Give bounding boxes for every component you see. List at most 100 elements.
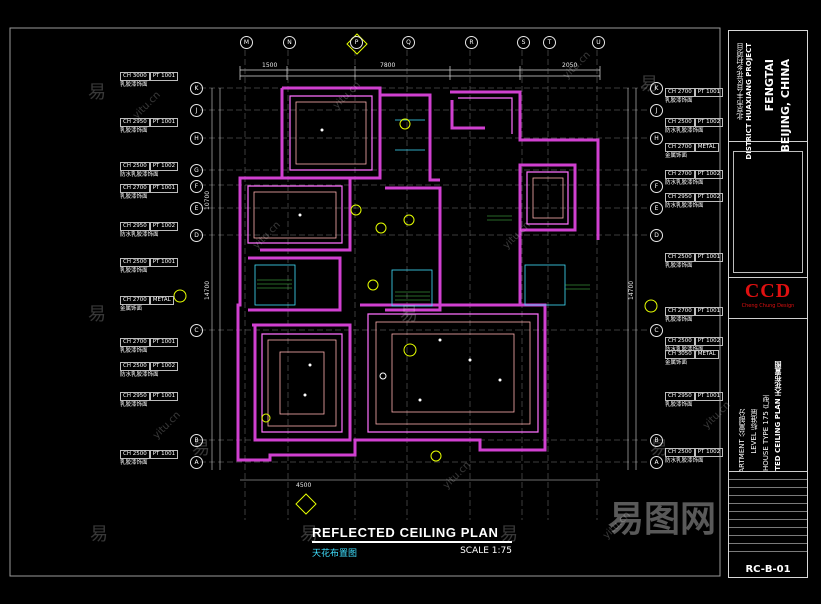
note-cn: 乳胶漆饰面 <box>120 460 148 466</box>
note-pt: PT 1001 <box>149 450 179 459</box>
note-pt: PT 1002 <box>694 448 724 457</box>
note-cn: 金属饰面 <box>665 153 688 159</box>
plan-scale: SCALE 1:75 <box>460 546 512 556</box>
dim-right-1: 14700 <box>628 281 635 300</box>
grid-bubble-h: H <box>190 132 203 145</box>
note-cn: 防水乳胶漆饰面 <box>665 458 704 464</box>
walls-inner <box>247 95 569 433</box>
top-dimensions <box>239 66 601 80</box>
note-pt: PT 1002 <box>149 162 179 171</box>
grid-bubble-c: C <box>190 324 203 337</box>
ccd-logo-sub: Cheng Chung Design <box>741 303 795 309</box>
note-pt: PT 1002 <box>694 170 724 179</box>
note-cn: 防水乳胶漆饰面 <box>665 180 704 186</box>
grid-lines-horizontal <box>200 87 650 463</box>
note-pt: PT 1002 <box>694 193 724 202</box>
note-ch: CH 3000 <box>120 72 150 81</box>
logo-box: CCD Cheng Chung Design <box>729 277 807 319</box>
note-pt: PT 1001 <box>694 307 724 316</box>
grid-bubble-b: B <box>190 434 203 447</box>
title-block: 北京市丰台区花乡村项目 DISTRICT HUAXIANG PROJECT FE… <box>728 30 808 578</box>
note-pt: METAL <box>149 296 174 305</box>
hatch-areas <box>257 215 590 301</box>
dim-top-1: 1500 <box>262 62 277 69</box>
plan-title: REFLECTED CEILING PLAN <box>312 525 512 543</box>
location-label: FENGTAI <box>763 59 776 112</box>
note-pt: PT 1002 <box>694 337 724 346</box>
note-pt: PT 1001 <box>149 118 179 127</box>
note-pt: PT 1001 <box>149 338 179 347</box>
ceiling-outlines <box>253 101 564 427</box>
dim-top-3: 2050 <box>562 62 577 69</box>
grid-bubble-f: F <box>190 180 203 193</box>
grid-bubble-g: G <box>190 164 203 177</box>
note-ch: CH 2700 <box>120 296 150 305</box>
stamp-box <box>733 151 803 273</box>
grid-bubble-j: J <box>650 104 663 117</box>
fixtures <box>254 119 566 307</box>
grid-bubble-r: R <box>465 36 478 49</box>
note-ch: CH 2700 <box>120 338 150 347</box>
light-fixtures <box>298 128 502 402</box>
note-ch: CH 2950 <box>120 392 150 401</box>
grid-bubble-k: K <box>190 82 203 95</box>
note-cn: 乳胶漆饰面 <box>120 348 148 354</box>
note-cn: 乳胶漆饰面 <box>665 263 693 269</box>
grid-bubble-t: T <box>543 36 556 49</box>
note-pt: PT 1002 <box>149 362 179 371</box>
note-ch: CH 3050 <box>665 350 695 359</box>
grid-bubble-e: E <box>650 202 663 215</box>
dim-left-2: 14700 <box>204 281 211 300</box>
section-symbols <box>173 33 658 515</box>
grid-bubble-c: C <box>650 324 663 337</box>
note-cn: 金属饰面 <box>665 360 688 366</box>
grid-lines-vertical <box>244 50 598 520</box>
level-label: LEVEL 标准层 <box>750 409 758 454</box>
note-cn: 防水乳胶漆饰面 <box>665 128 704 134</box>
note-cn: 防水乳胶漆饰面 <box>120 372 159 378</box>
note-cn: 金属饰面 <box>120 306 143 312</box>
sheet-number: RC-B-01 <box>745 564 791 575</box>
grid-bubble-e: E <box>190 202 203 215</box>
grid-bubble-n: N <box>283 36 296 49</box>
note-ch: CH 2500 <box>665 253 695 262</box>
grid-bubble-a: A <box>190 456 203 469</box>
title-block-top-rule <box>729 141 807 142</box>
note-pt: PT 1001 <box>149 392 179 401</box>
grid-bubble-a: A <box>650 456 663 469</box>
note-ch: CH 2700 <box>665 170 695 179</box>
note-ch: CH 2700 <box>665 88 695 97</box>
note-ch: CH 2500 <box>120 362 150 371</box>
grid-bubble-b: B <box>650 434 663 447</box>
dim-left-1: 10700 <box>204 191 211 210</box>
grid-bubble-f: F <box>650 180 663 193</box>
note-pt: PT 1001 <box>149 258 179 267</box>
note-cn: 乳胶漆饰面 <box>665 402 693 408</box>
sheet-border <box>9 27 721 577</box>
note-ch: CH 2700 <box>665 143 695 152</box>
title-block-rows <box>729 471 807 552</box>
note-pt: METAL <box>694 350 719 359</box>
dim-top-2: 7800 <box>380 62 395 69</box>
note-pt: PT 1001 <box>149 184 179 193</box>
note-ch: CH 2950 <box>120 118 150 127</box>
grid-bubble-h: H <box>650 132 663 145</box>
note-ch: CH 2700 <box>665 307 695 316</box>
city-label: BEIJING, CHINA <box>779 59 792 153</box>
note-cn: 乳胶漆饰面 <box>120 82 148 88</box>
note-pt: PT 1001 <box>694 392 724 401</box>
grid-bubble-u: U <box>592 36 605 49</box>
